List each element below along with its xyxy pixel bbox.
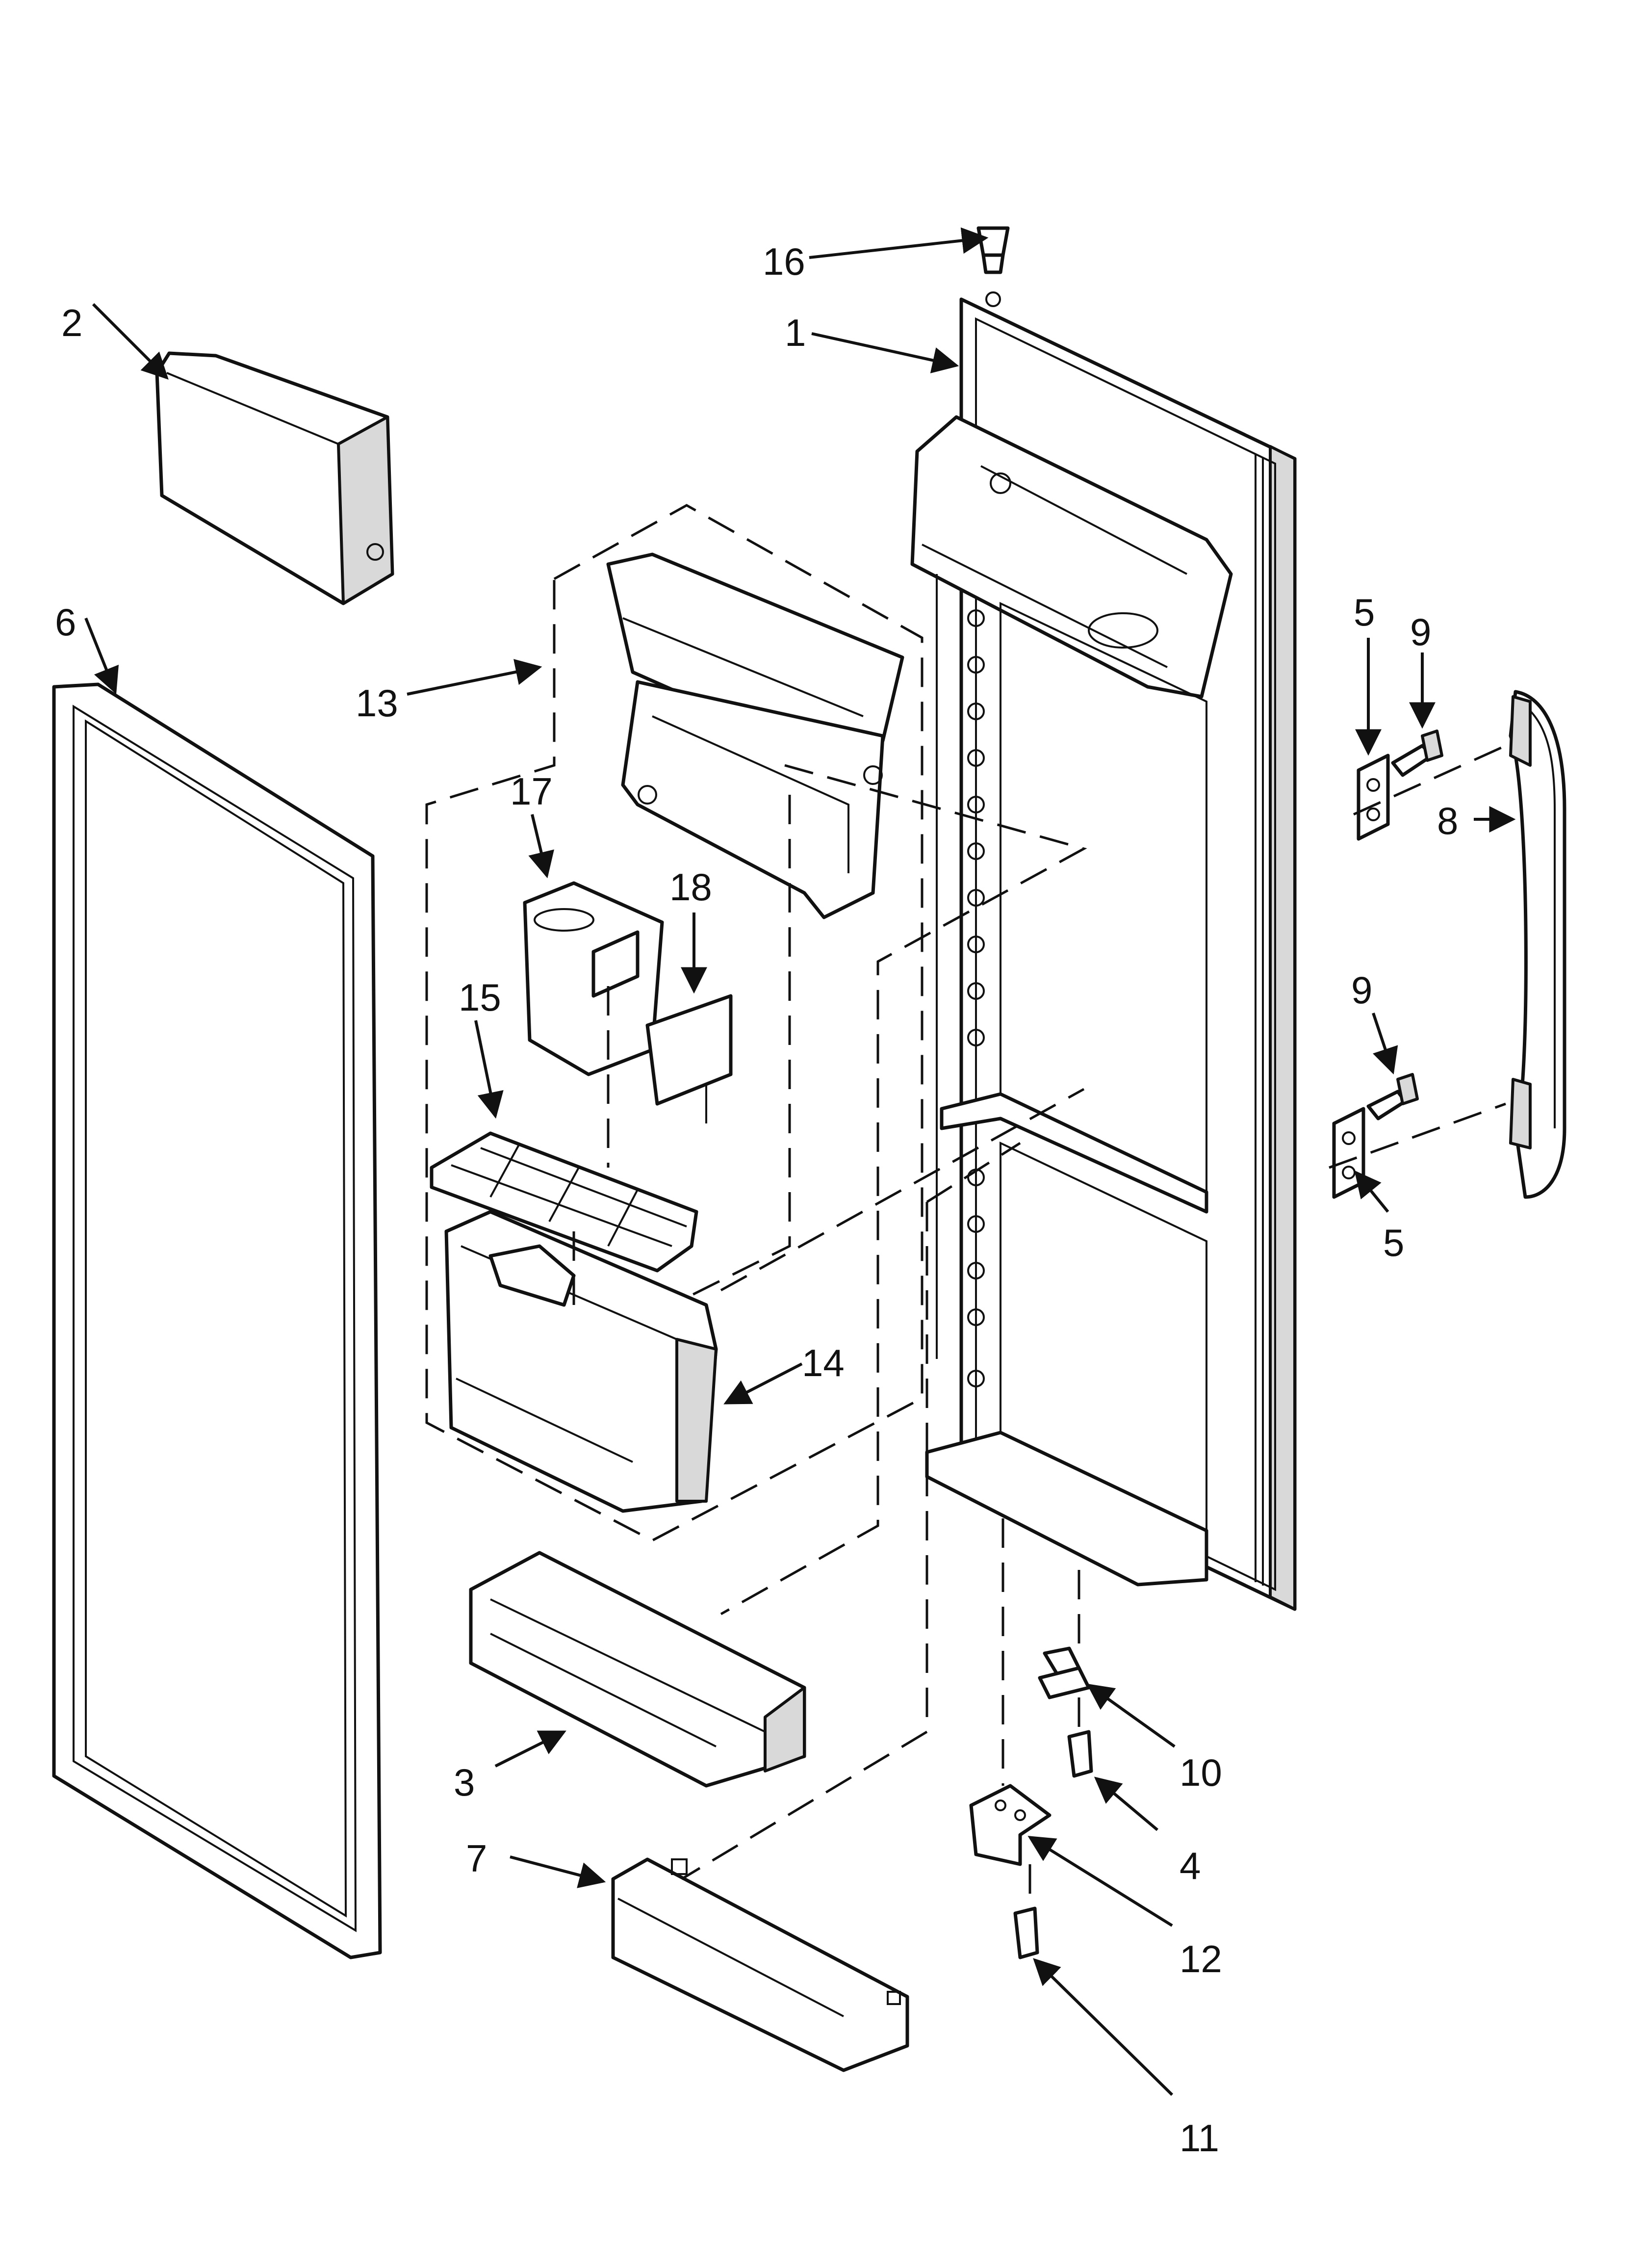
dispenser-flap	[645, 994, 733, 1123]
callout-18: 18	[669, 865, 712, 909]
callout-9-lower: 9	[1351, 968, 1372, 1012]
callout-2: 2	[61, 301, 82, 344]
door-gasket	[52, 682, 382, 1959]
callout-15: 15	[459, 976, 501, 1019]
callout-labels: 16 1 2 6 13 17 18 15 14 3 7 5 9 8 9 5 10…	[55, 240, 1458, 2160]
callout-eleven-label: 11	[1180, 2116, 1219, 2160]
leader-arrows	[84, 227, 1516, 2096]
handle-screw-lower	[1366, 1073, 1419, 1121]
callout-5-lower: 5	[1383, 1221, 1404, 1264]
dispenser-cover	[155, 351, 394, 605]
callout-4: 4	[1180, 1844, 1201, 1887]
hinge-plate	[969, 1784, 1052, 1866]
ice-bucket	[523, 881, 664, 1076]
door-liner	[910, 297, 1297, 1611]
callout-14-label: 14	[802, 1341, 845, 1384]
handle-bracket-lower	[1332, 1107, 1365, 1199]
top-plug	[976, 226, 1010, 307]
plate-screw	[1013, 1906, 1039, 1959]
callout-3: 3	[454, 1761, 475, 1804]
door-handle	[1509, 690, 1566, 1199]
hinge-pin	[1038, 1646, 1091, 1699]
callout-10: 10	[1180, 1751, 1222, 1794]
callout-6: 6	[55, 600, 76, 644]
hinge-screw	[1067, 1730, 1093, 1778]
assembly-lines	[572, 744, 1507, 1908]
shelf-rail	[611, 1857, 909, 2072]
door-bin	[469, 1551, 806, 1788]
upper-bin	[606, 552, 904, 919]
handle-screw-upper	[1391, 730, 1443, 777]
callout-7: 7	[466, 1837, 487, 1880]
callout-16: 16	[763, 240, 805, 283]
assembly-group-outline	[425, 504, 924, 1542]
callout-13: 13	[356, 681, 398, 725]
drip-grate	[430, 1131, 698, 1273]
callout-1: 1	[785, 311, 806, 354]
callout-5-upper: 5	[1354, 591, 1375, 634]
handle-bracket-upper	[1357, 754, 1390, 841]
callout-17: 17	[510, 770, 553, 813]
callout-9-upper: 9	[1410, 610, 1431, 653]
callout-8: 8	[1437, 799, 1458, 842]
lower-bin	[444, 1210, 718, 1513]
callout-12-text: 12	[1180, 1937, 1222, 1981]
